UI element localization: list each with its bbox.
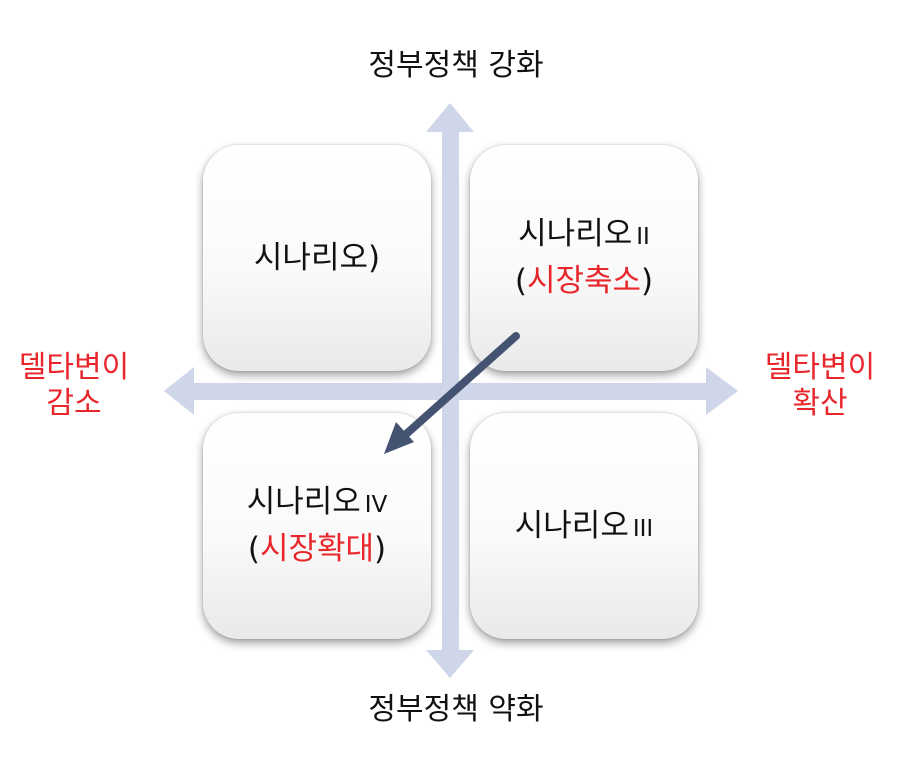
right-axis-label: 델타변이 확산 bbox=[748, 350, 892, 422]
paren-close: ) bbox=[374, 531, 387, 567]
left-axis-label-line2: 감소 bbox=[46, 386, 102, 421]
scenario-highlight: 시장축소 bbox=[526, 263, 642, 299]
left-axis-arrowhead bbox=[164, 367, 194, 415]
vertical-axis-bar bbox=[442, 130, 459, 652]
right-axis-label-line2: 확산 bbox=[792, 386, 848, 421]
paren-close: ) bbox=[641, 263, 654, 299]
top-axis-arrowhead bbox=[426, 103, 474, 132]
scenario-title: 시나리오 bbox=[518, 216, 633, 253]
scenario-subtitle: (시장확대) bbox=[248, 530, 386, 569]
right-axis-label-line1: 델타변이 bbox=[764, 350, 876, 385]
scenario-numeral: III bbox=[632, 515, 654, 542]
left-axis-label-line1: 델타변이 bbox=[18, 350, 130, 385]
scenario-title: 시나리오 bbox=[514, 507, 629, 544]
scenario-box-top-left: 시나리오) bbox=[203, 145, 431, 371]
bottom-axis-label: 정부정책 약화 bbox=[368, 692, 544, 727]
left-axis-label: 델타변이 감소 bbox=[2, 350, 146, 422]
scenario-highlight: 시장확대 bbox=[259, 531, 375, 567]
top-axis-label: 정부정책 강화 bbox=[368, 48, 544, 83]
scenario-numeral: IV bbox=[364, 492, 388, 519]
scenario-title: 시나리오 bbox=[246, 484, 361, 521]
scenario-subtitle: (시장축소) bbox=[515, 262, 653, 301]
paren-open: ( bbox=[247, 531, 260, 567]
bottom-axis-arrowhead bbox=[426, 650, 474, 678]
scenario-title: 시나리오) bbox=[253, 239, 381, 276]
scenario-numeral: II bbox=[636, 224, 650, 251]
right-axis-arrowhead bbox=[706, 367, 738, 415]
paren-open: ( bbox=[514, 263, 527, 299]
